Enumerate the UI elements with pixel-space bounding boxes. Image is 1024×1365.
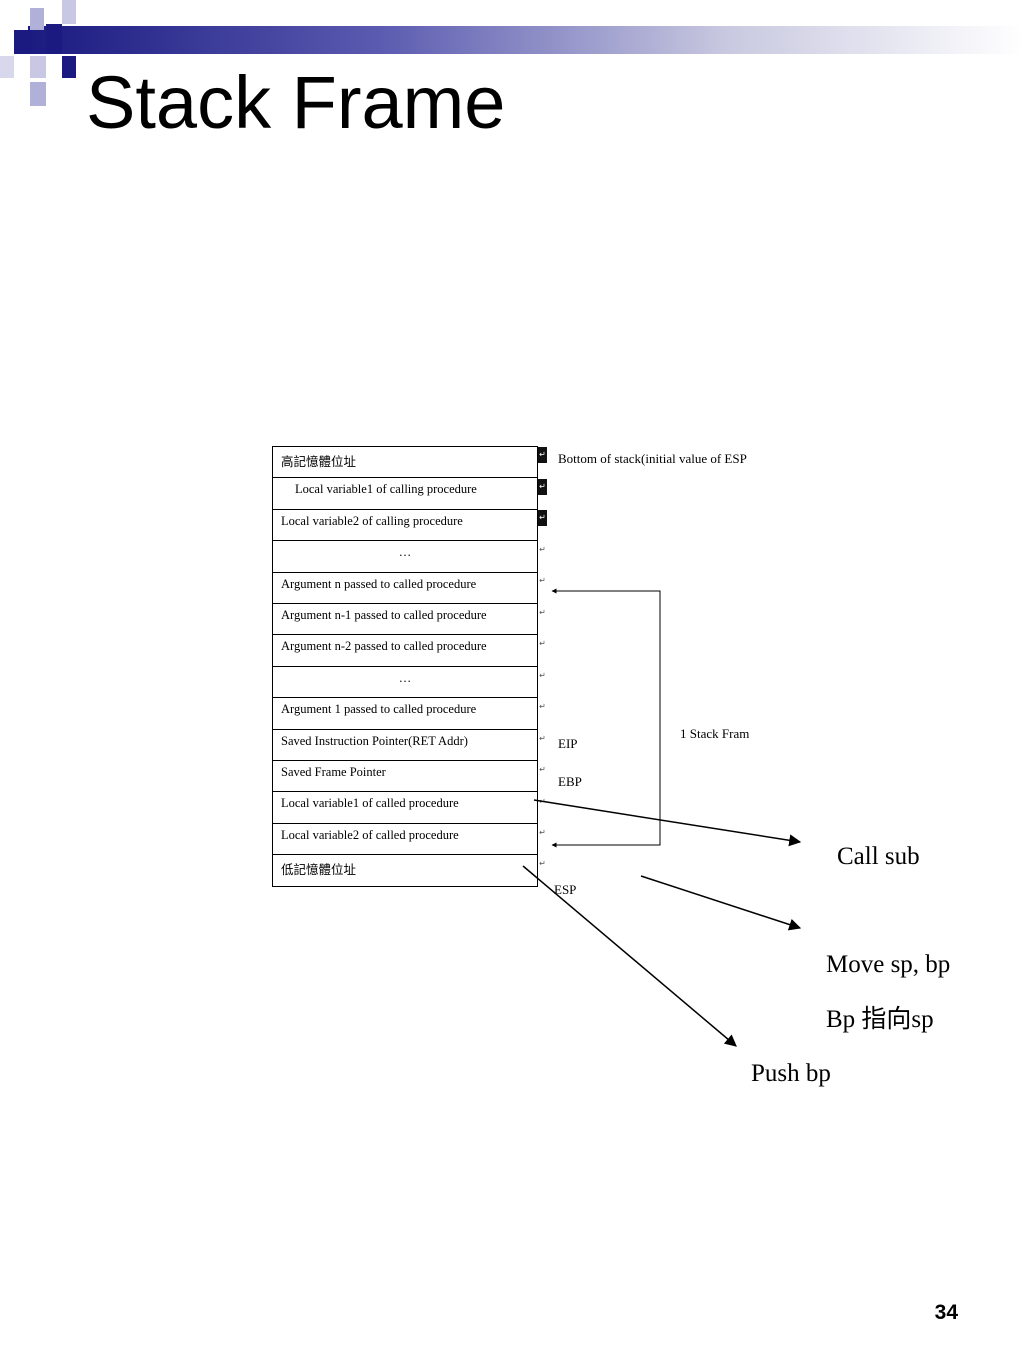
call-sub-label: Call sub: [837, 843, 920, 870]
push-bp-label: Push bp: [751, 1060, 831, 1087]
stack-row-saved-frame-pointer: Saved Frame Pointer: [273, 761, 537, 793]
stack-row-argument-n-1: Argument n-1 passed to called procedure: [273, 604, 537, 636]
decor-square: [30, 56, 46, 78]
stack-row-ellipsis: …: [273, 667, 537, 699]
decor-square: [0, 56, 14, 78]
ebp-label: EBP: [558, 774, 582, 789]
move-sp-bp-arrow: [640, 875, 802, 931]
call-sub-arrow: [533, 799, 802, 847]
paragraph-mark-icon: ↵: [539, 859, 546, 868]
stack-row-local-var1-calling: Local variable1 of calling procedure: [273, 478, 537, 510]
paragraph-mark-icon: ↵: [539, 608, 546, 617]
slide-title: Stack Frame: [86, 61, 506, 144]
stack-frame-table: 高記憶體位址 Local variable1 of calling proced…: [272, 446, 538, 888]
eip-label: EIP: [558, 736, 578, 751]
paragraph-mark-icon: ↵: [539, 765, 546, 774]
paragraph-mark-icon: ↵: [539, 639, 546, 648]
paragraph-mark-icon: ↵: [539, 545, 546, 554]
stack-row-saved-instruction-pointer: Saved Instruction Pointer(RET Addr): [273, 730, 537, 761]
stack-row-low-address: 低記憶體位址: [281, 863, 357, 878]
paragraph-mark-icon: ↵: [538, 479, 547, 495]
decor-square: [62, 0, 76, 24]
move-sp-bp-label: Move sp, bp: [826, 951, 951, 978]
paragraph-mark-icon: ↵: [538, 447, 547, 463]
stack-row-argument-n: Argument n passed to called procedure: [273, 573, 537, 604]
bottom-of-stack-label: Bottom of stack(initial value of ESP: [558, 451, 747, 466]
paragraph-mark-icon: ↵: [539, 576, 546, 585]
esp-label: ESP: [554, 882, 577, 897]
stack-frame-bracket: [551, 588, 661, 848]
decor-square: [46, 24, 62, 54]
stack-row-local-var2-calling: Local variable2 of calling procedure: [273, 510, 537, 542]
decor-square: [30, 82, 46, 106]
stack-row-argument-1: Argument 1 passed to called procedure: [273, 698, 537, 730]
stack-frame-label: 1 Stack Fram: [680, 726, 750, 741]
paragraph-mark-icon: ↵: [539, 671, 546, 680]
header-gradient-bar: [28, 26, 1024, 54]
decor-square: [14, 30, 30, 54]
push-bp-arrow: [522, 865, 737, 1047]
stack-row-local-var1-called: Local variable1 of called procedure: [273, 792, 537, 824]
paragraph-mark-icon: ↵: [538, 510, 547, 526]
page-number: 34: [934, 1301, 958, 1324]
decor-square: [30, 8, 44, 30]
bp-points-sp-label: Bp 指向sp: [826, 1006, 934, 1033]
paragraph-mark-icon: ↵: [539, 828, 546, 837]
stack-row-ellipsis: …: [273, 541, 537, 573]
stack-row-argument-n-2: Argument n-2 passed to called procedure: [273, 635, 537, 667]
paragraph-mark-icon: ↵: [539, 734, 546, 743]
paragraph-mark-icon: ↵: [539, 702, 546, 711]
stack-row-local-var2-called: Local variable2 of called procedure: [273, 824, 537, 856]
stack-row-high-address: 高記憶體位址: [273, 447, 537, 479]
decor-square: [62, 56, 76, 78]
